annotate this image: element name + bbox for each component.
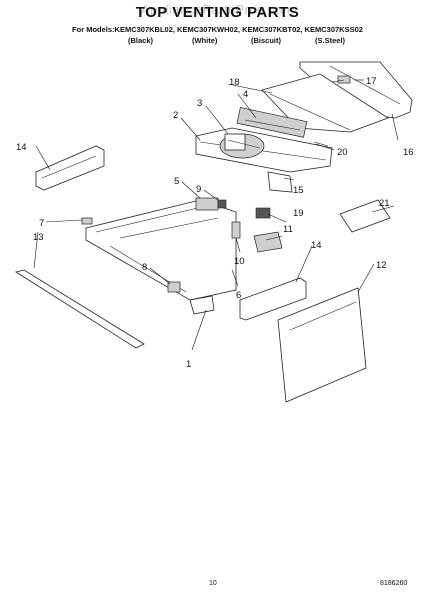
callout-6: 6 xyxy=(236,290,241,301)
callout-20: 20 xyxy=(337,147,348,158)
callout-7: 7 xyxy=(39,218,44,229)
part-8-thermostat xyxy=(167,281,181,293)
color-steel: (S.Steel) xyxy=(315,36,346,45)
callout-18: 18 xyxy=(229,77,240,88)
color-row: (Black) (White) (Biscuit) (S.Steel) xyxy=(0,36,435,46)
callout-21: 21 xyxy=(379,198,390,209)
callout-labels: 1 2 3 4 5 6 7 8 9 10 11 12 13 14 14 15 1… xyxy=(16,76,414,370)
page-title: TOP VENTING PARTS xyxy=(135,4,300,21)
callout-14-left: 14 xyxy=(16,142,27,153)
part-12-side-panel xyxy=(277,287,367,403)
part-21-mount-bracket xyxy=(339,199,391,233)
callout-2: 2 xyxy=(173,110,178,121)
part-19-relay-cube xyxy=(255,207,271,219)
leader-lines xyxy=(33,79,399,351)
part-16-top-cover xyxy=(299,61,413,119)
callout-10: 10 xyxy=(234,256,245,267)
part-11-terminal-block xyxy=(253,231,283,253)
part-9-relay xyxy=(217,199,227,209)
part-13-trim-strip xyxy=(14,269,145,349)
callout-8: 8 xyxy=(142,262,147,273)
page-number: 10 xyxy=(209,580,217,587)
part-4-blower-wheel xyxy=(236,107,308,138)
part-7-clip xyxy=(81,217,93,225)
callout-9: 9 xyxy=(196,184,201,195)
part-14-bracket-left xyxy=(35,145,105,191)
part-3-blower-motor xyxy=(219,133,265,159)
models-line: For Models:KEMC307KBL02, KEMC307KWH02, K… xyxy=(72,25,363,34)
watermark: AppliancePartsPros.com xyxy=(140,2,295,17)
part-5-switch-assembly xyxy=(195,197,219,211)
part-6-control-housing xyxy=(85,199,237,301)
callout-19: 19 xyxy=(293,208,304,219)
callout-14-right: 14 xyxy=(311,240,322,251)
callout-17: 17 xyxy=(366,76,377,87)
callout-1: 1 xyxy=(186,359,191,370)
color-black: (Black) xyxy=(128,36,154,45)
callout-16: 16 xyxy=(403,147,414,158)
callout-12: 12 xyxy=(376,260,387,271)
callout-4: 4 xyxy=(243,89,248,100)
callout-5: 5 xyxy=(174,176,179,187)
callout-13: 13 xyxy=(33,232,44,243)
callout-3: 3 xyxy=(197,98,202,109)
part-17-clip xyxy=(337,75,351,84)
part-2-blower-bracket xyxy=(195,127,333,173)
part-14-bracket-right xyxy=(239,277,307,321)
part-1-latch xyxy=(189,295,215,315)
callout-15: 15 xyxy=(293,185,304,196)
color-white: (White) xyxy=(192,36,218,45)
callout-11: 11 xyxy=(283,224,293,235)
color-biscuit: (Biscuit) xyxy=(251,36,281,45)
part-15-duct xyxy=(267,171,293,193)
part-10-connector xyxy=(231,221,241,239)
document-number: 8186260 xyxy=(380,580,408,587)
